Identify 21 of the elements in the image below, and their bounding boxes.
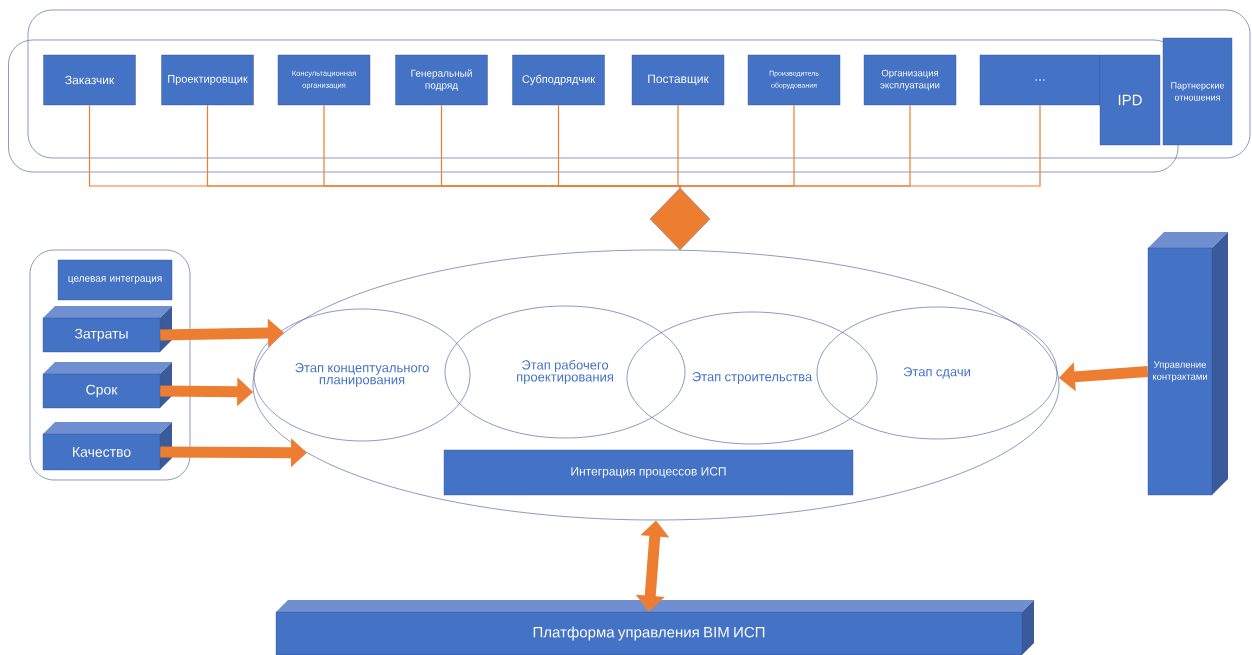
goal-block: Качество — [42, 422, 172, 471]
group-frame — [29, 249, 191, 481]
connector-diamond — [649, 187, 711, 251]
integration-bar: Интеграция процессов ИСП — [443, 449, 854, 496]
contract-bar: Управление контрактами — [1147, 232, 1228, 496]
heading-box: целевая интеграция — [57, 259, 173, 301]
role-box: Поставщик — [631, 54, 725, 106]
role-box: Субподрядчик — [512, 54, 605, 106]
role-box: Генеральный подряд — [395, 54, 488, 106]
connector-line — [679, 104, 1041, 189]
group-frame — [27, 9, 1251, 159]
role-box: Организация эксплуатации — [863, 54, 957, 106]
process-ellipse — [252, 249, 1060, 521]
platform-bar: Платформа управления BIM ИСП — [275, 600, 1034, 655]
role-box: Проектировщик — [161, 54, 254, 106]
role-box: IPD — [1099, 54, 1161, 146]
role-box: … — [979, 54, 1101, 106]
role-box: Заказчик — [43, 54, 136, 106]
goal-block: Затраты — [42, 306, 172, 353]
role-box: Партнерские отношения — [1162, 37, 1233, 146]
goal-block: Срок — [42, 362, 172, 409]
